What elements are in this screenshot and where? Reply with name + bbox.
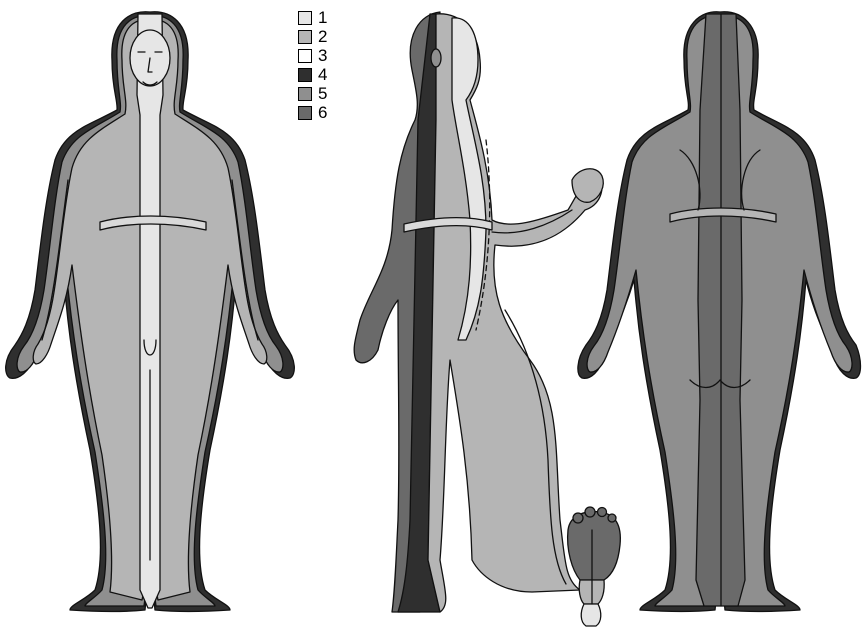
back-view <box>578 12 861 612</box>
sole-zone-1 <box>581 604 601 626</box>
front-view <box>6 12 295 612</box>
sole-toe-2 <box>585 507 595 517</box>
sole-toe-3 <box>598 508 607 517</box>
sole-of-foot <box>568 507 621 626</box>
side-ear <box>431 49 441 67</box>
sole-toe-4 <box>608 514 616 522</box>
sole-toe-1 <box>573 513 583 523</box>
side-view <box>354 12 603 612</box>
